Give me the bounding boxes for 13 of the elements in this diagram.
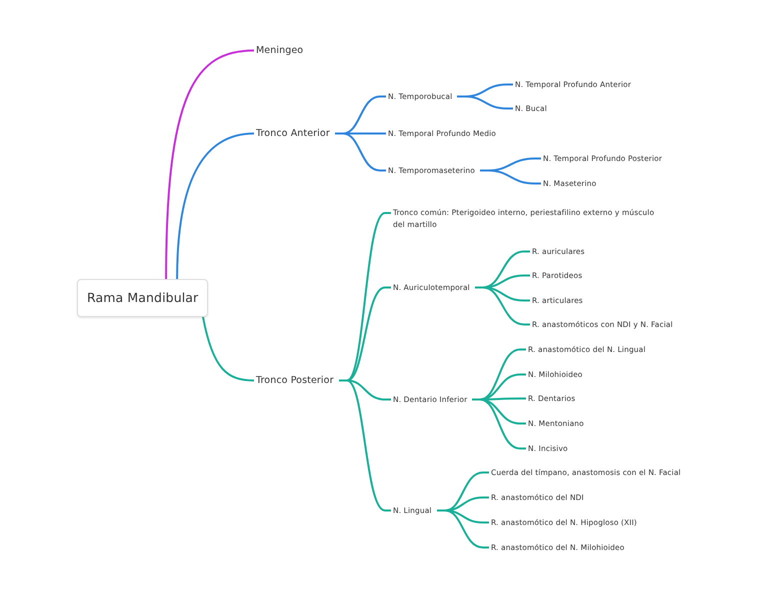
branch-label: Tronco Posterior [256,374,334,386]
branch-connector [480,170,541,184]
branch-connector [202,316,254,382]
branch-connector [475,286,530,326]
branch-connector [437,510,489,548]
central-topic-box: Rama Mandibular [77,279,208,317]
branch-label: Tronco Anterior [256,128,330,138]
branch-connector [457,96,513,110]
branch-connector [176,132,254,280]
branch-connector [472,398,526,450]
branch-label: Meningeo [256,44,304,56]
branch-connector [335,132,386,172]
branch-connector [165,50,254,280]
